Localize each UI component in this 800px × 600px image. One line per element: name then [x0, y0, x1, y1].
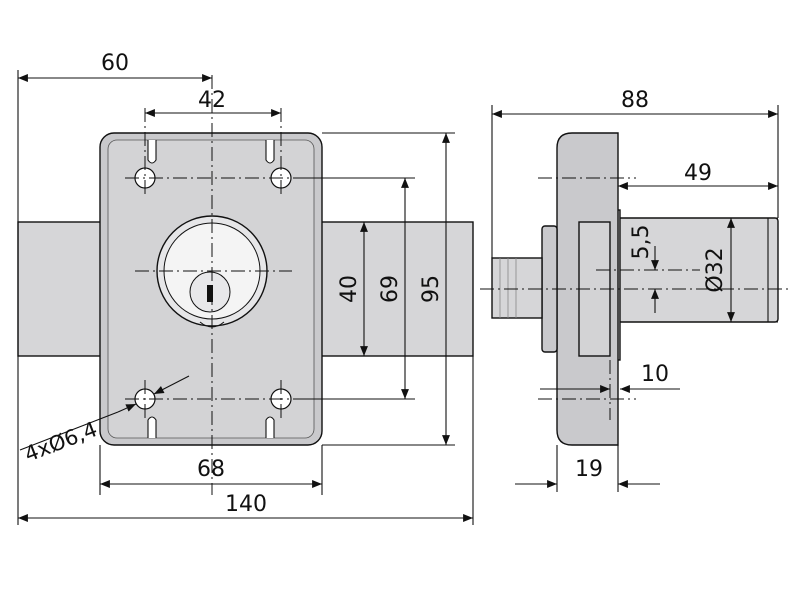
dimension-49: 49 — [684, 161, 712, 186]
dimension-19: 19 — [575, 457, 603, 482]
front-view: 60 42 40 69 95 68 140 4xØ6,4 — [17, 51, 474, 525]
dimension-68: 68 — [197, 457, 225, 482]
dimension-88: 88 — [621, 88, 649, 113]
cylinder-stub — [491, 257, 543, 319]
mounting-slots — [147, 140, 275, 438]
dimension-95: 95 — [419, 275, 444, 303]
extension-lines-front — [17, 70, 474, 525]
dimension-42: 42 — [198, 88, 226, 113]
dimension-40: 40 — [337, 275, 362, 303]
center-lines-side — [480, 177, 790, 420]
dimension-60: 60 — [101, 51, 129, 76]
dimension-diameter-32: Ø32 — [703, 247, 728, 292]
dimension-140: 140 — [225, 492, 267, 517]
holes-callout: 4xØ6,4 — [21, 417, 100, 467]
side-view: 88 49 5,5 Ø32 10 19 — [480, 88, 790, 492]
dimension-5-5: 5,5 — [629, 225, 654, 260]
center-lines-front — [125, 75, 300, 495]
dimension-10: 10 — [641, 362, 669, 387]
dimension-69: 69 — [378, 275, 403, 303]
